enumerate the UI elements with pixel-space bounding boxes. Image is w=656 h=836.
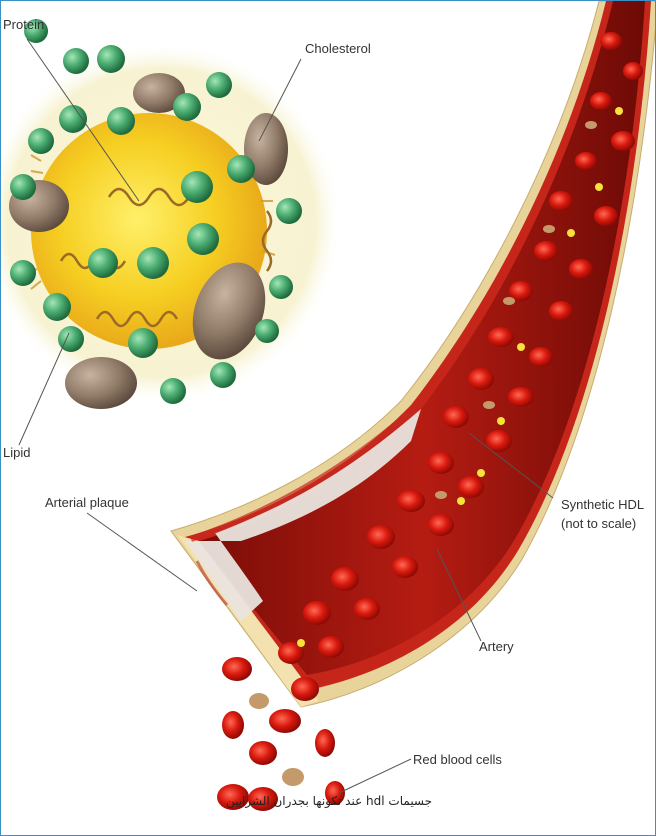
artery-label: Artery	[479, 639, 514, 655]
synthetic-hdl-label: Synthetic HDL	[561, 497, 644, 513]
figure-caption: جسيمات hdl عند تكونها بجدران الشرايين	[1, 794, 656, 808]
lipid-label: Lipid	[3, 445, 30, 461]
arterial-plaque-label: Arterial plaque	[45, 495, 129, 511]
red-blood-cells-label: Red blood cells	[413, 752, 502, 768]
protein-label: Protein	[3, 17, 44, 33]
cholesterol-label: Cholesterol	[305, 41, 371, 57]
synthetic-hdl-scale-note: (not to scale)	[561, 516, 636, 532]
